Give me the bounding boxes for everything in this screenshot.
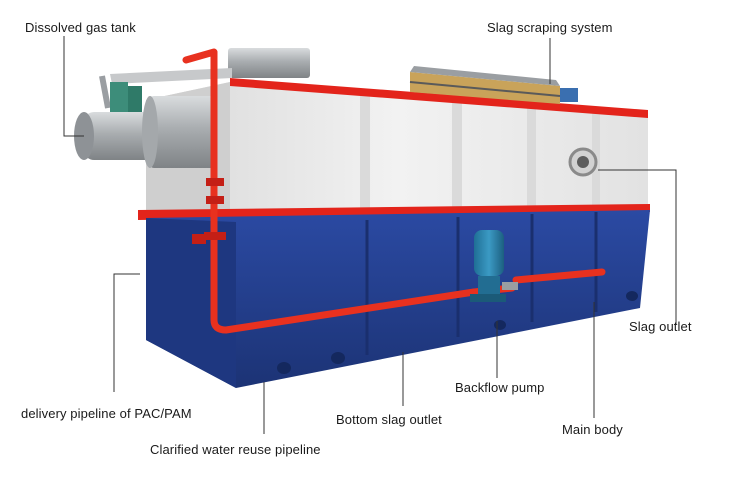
top-piping	[99, 48, 310, 112]
red-mid-trim	[138, 204, 650, 220]
label-slag-outlet: Slag outlet	[629, 319, 692, 334]
label-slag-scraping-system: Slag scraping system	[487, 20, 613, 35]
flange-icon	[568, 147, 598, 177]
label-main-body: Main body	[562, 422, 623, 437]
pump-motor-icon	[470, 230, 518, 302]
slag-scraper	[409, 66, 578, 104]
label-clarified-water-pipeline: Clarified water reuse pipeline	[150, 442, 321, 457]
label-backflow-pump: Backflow pump	[455, 380, 545, 395]
leader-lines	[63, 36, 677, 434]
label-bottom-slag-outlet: Bottom slag outlet	[336, 412, 442, 427]
label-dissolved-gas-tank: Dissolved gas tank	[25, 20, 136, 35]
label-delivery-pipeline: delivery pipeline of PAC/PAM	[21, 406, 192, 421]
valve-icon	[192, 178, 226, 244]
dissolved-gas-tank	[74, 96, 216, 168]
